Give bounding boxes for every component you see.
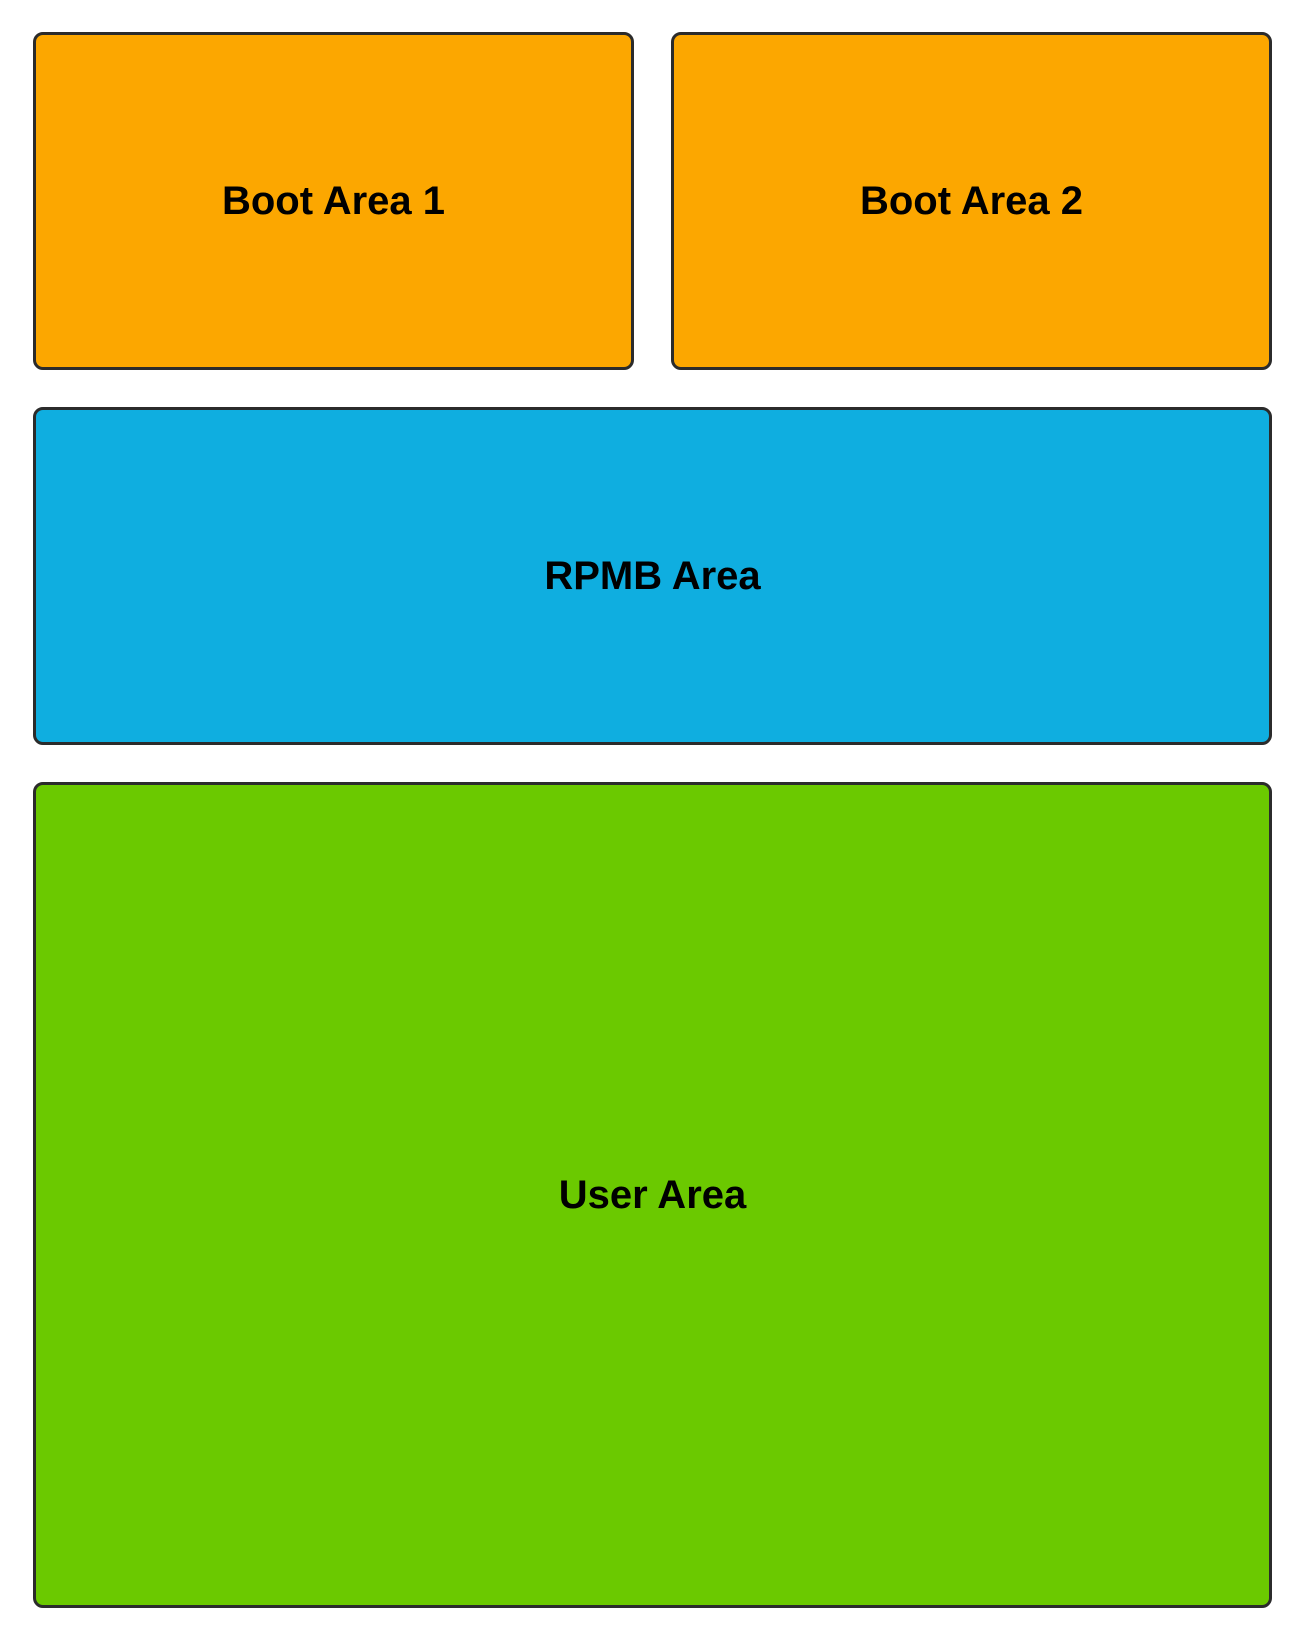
boot-area-2-block: Boot Area 2 xyxy=(671,32,1272,370)
boot-area-1-label: Boot Area 1 xyxy=(221,179,445,223)
rpmb-area-label: RPMB Area xyxy=(544,554,761,598)
boot-area-2-label: Boot Area 2 xyxy=(859,179,1083,223)
user-area-label: User Area xyxy=(558,1173,747,1217)
rpmb-area-block: RPMB Area xyxy=(33,407,1272,745)
boot-area-1-block: Boot Area 1 xyxy=(33,32,634,370)
user-area-block: User Area xyxy=(33,782,1272,1608)
